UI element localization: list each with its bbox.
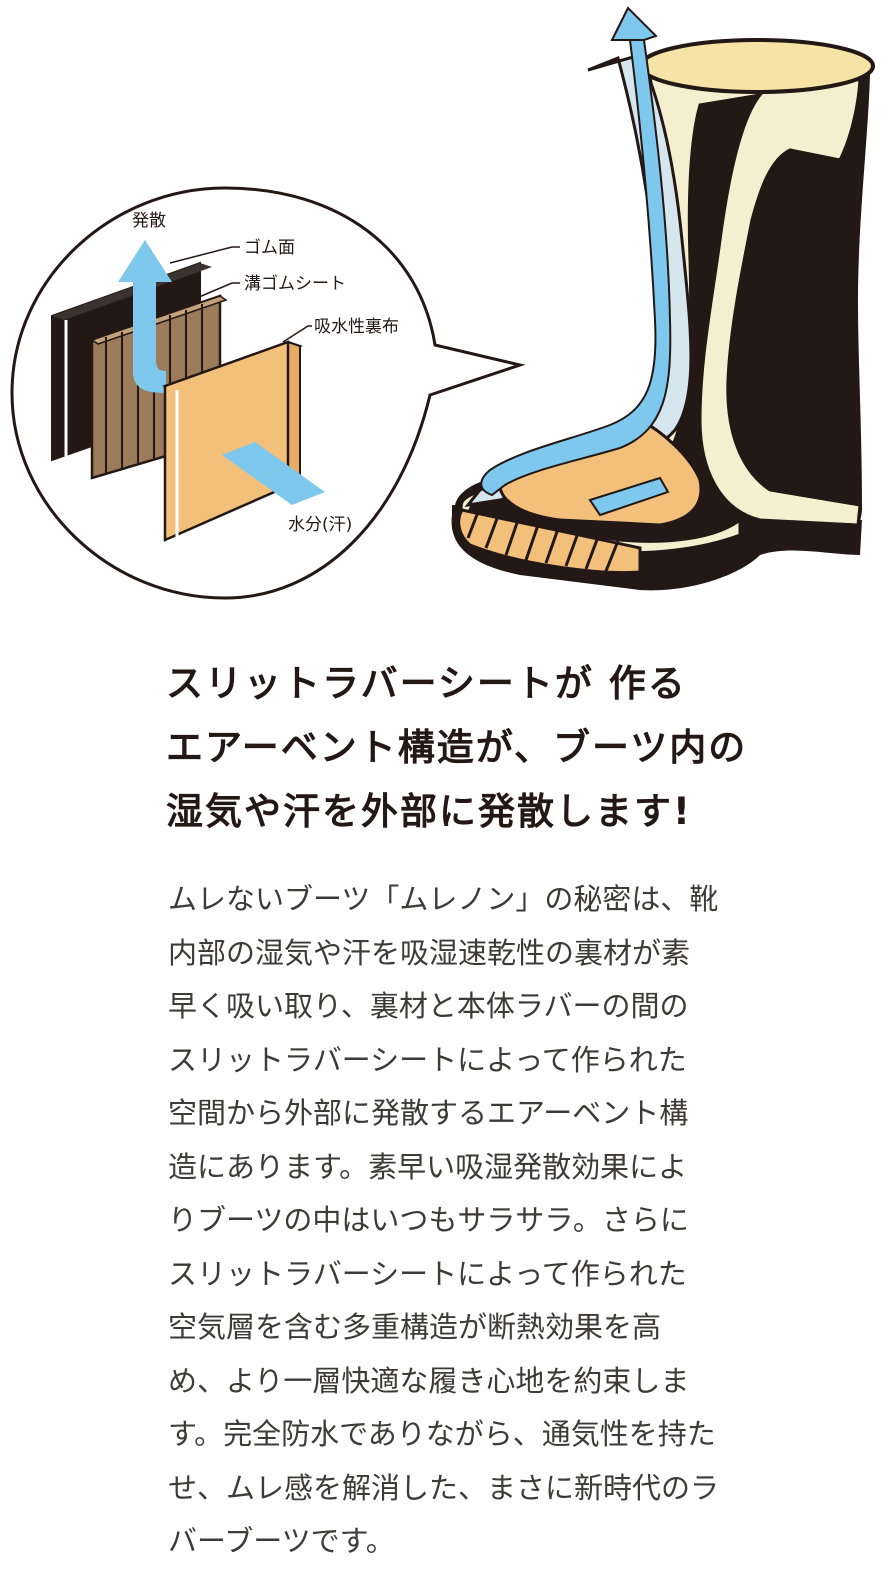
boot-opening (639, 38, 875, 94)
body-line: 造にあります。素早い吸湿発散効果によ (168, 1149, 688, 1184)
boot-heel-hatching (457, 508, 642, 574)
body-line: め、より一層快適な履き心地を約束しま (168, 1363, 690, 1398)
boot-structure-illustration: 発散 ゴム面 溝ゴムシート 吸水性裏布 水分(汗) (10, 6, 875, 600)
leader-lines (169, 246, 312, 343)
label-absorbent-lining: 吸水性裏布 (314, 316, 399, 337)
label-evaporation: 発散 (132, 211, 166, 231)
evaporation-arrow (133, 279, 166, 394)
body-paragraph: ムレないブーツ「ムレノン」の秘密は、靴 内部の湿気や汗を吸湿速乾性の裏材が素 早… (168, 873, 738, 1569)
magnified-callout: 発散 ゴム面 溝ゴムシート 吸水性裏布 水分(汗) (10, 186, 526, 600)
boot-toe-airflow (588, 476, 670, 517)
boot-airflow-arrowhead (610, 6, 658, 41)
body-line: 空間から外部に発散するエアーベント構 (168, 1096, 689, 1130)
boot-cutaway (451, 6, 875, 591)
body-line: 内部の湿気や汗を吸湿速乾性の裏材が素 (168, 935, 691, 970)
boot-airflow-arrow (480, 39, 672, 497)
body-line: せ、ムレ感を解消した、まさに新時代のラ (168, 1470, 720, 1505)
absorbent-lining-layer (161, 340, 304, 545)
evaporation-arrowhead (118, 240, 172, 282)
headline-line: スリットラバーシートが 作る (166, 662, 687, 705)
headline-line: 湿気や汗を外部に発散します! (166, 790, 692, 833)
label-grooved-rubber-sheet: 溝ゴムシート (244, 273, 346, 294)
headline: スリットラバーシートが 作る エアーベント構造が、ブーツ内の 湿気や汗を外部に発… (166, 652, 766, 844)
body-line: ムレないブーツ「ムレノン」の秘密は、靴 (168, 882, 719, 916)
body-line: りブーツの中はいつもサラサラ。さらに (168, 1203, 689, 1237)
body-line: す。完全防水でありながら、通気性を持た (168, 1417, 716, 1451)
body-line: スリットラバーシートによって作られた (168, 1042, 687, 1077)
boot-outer-rubber (455, 55, 870, 567)
body-line: バーブーツです。 (168, 1524, 395, 1558)
moisture-band (222, 442, 325, 505)
label-rubber-surface: ゴム面 (244, 237, 295, 258)
body-line: 空気層を含む多重構造が断熱効果を高 (168, 1310, 662, 1344)
label-moisture-sweat: 水分(汗) (288, 515, 352, 535)
body-line: 早く吸い取り、裏材と本体ラバーの間の (168, 989, 689, 1023)
body-line: スリットラバーシートによって作られた (168, 1256, 687, 1291)
headline-line: エアーベント構造が、ブーツ内の (166, 726, 748, 769)
